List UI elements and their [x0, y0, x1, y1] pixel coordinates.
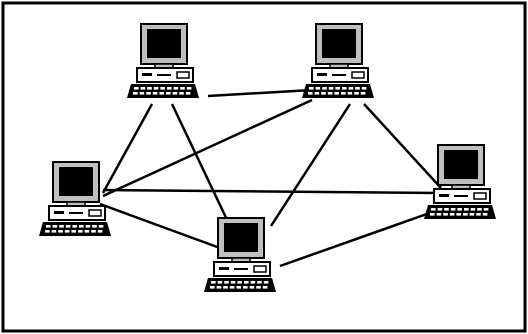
- link-pc-middle-left-to-pc-bottom-center: [99, 202, 221, 250]
- link-pc-top-left-to-pc-bottom-center: [170, 103, 232, 227]
- link-pc-top-left-to-pc-middle-left: [101, 103, 154, 194]
- link-pc-top-right-to-pc-middle-left: [102, 98, 313, 198]
- desktop-computer-icon: [204, 217, 276, 292]
- pc-bottom-center: [204, 217, 276, 292]
- pc-top-right: [302, 23, 374, 98]
- network-nodes: [39, 23, 496, 292]
- pc-middle-right: [424, 144, 496, 219]
- desktop-computer-icon: [302, 23, 374, 98]
- network-links: [99, 88, 442, 268]
- pc-top-left: [127, 23, 199, 98]
- link-pc-top-left-to-pc-top-right: [207, 88, 313, 98]
- link-pc-bottom-center-to-pc-middle-right: [279, 207, 442, 268]
- link-pc-top-right-to-pc-bottom-center: [269, 103, 352, 227]
- pc-middle-left: [39, 161, 111, 236]
- desktop-computer-icon: [424, 144, 496, 219]
- link-pc-top-right-to-pc-middle-right: [363, 103, 442, 189]
- link-pc-middle-left-to-pc-middle-right: [102, 188, 442, 195]
- desktop-computer-icon: [127, 23, 199, 98]
- desktop-computer-icon: [39, 161, 111, 236]
